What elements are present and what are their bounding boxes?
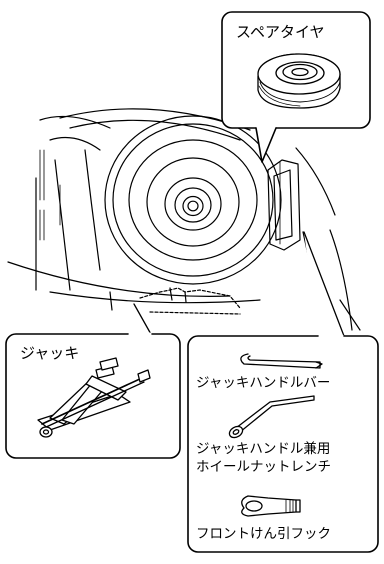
- jack-label: ジャッキ: [20, 344, 80, 362]
- jack-handle-wrench-label-line2: ホイールナットレンチ: [196, 459, 331, 475]
- jack-handle-bar-label: ジャッキハンドルバー: [196, 375, 331, 391]
- jack-handle-wrench-label-line1: ジャッキハンドル兼用: [196, 441, 331, 457]
- spare-tire-label: スペアタイヤ: [236, 23, 325, 41]
- tow-hook-icon: [241, 495, 301, 517]
- scissor-jack-icon: [37, 357, 151, 438]
- jack-handle-bar-icon: [240, 353, 323, 369]
- spare-tire-icon: [257, 53, 341, 109]
- tow-hook-label: フロントけん引フック: [196, 526, 331, 542]
- spare-tire-in-well: [104, 115, 301, 285]
- spare-tire-callout: [221, 11, 371, 163]
- tools-callout: [187, 231, 379, 553]
- lug-wrench-icon: [228, 395, 315, 439]
- jack-callout: [5, 303, 181, 459]
